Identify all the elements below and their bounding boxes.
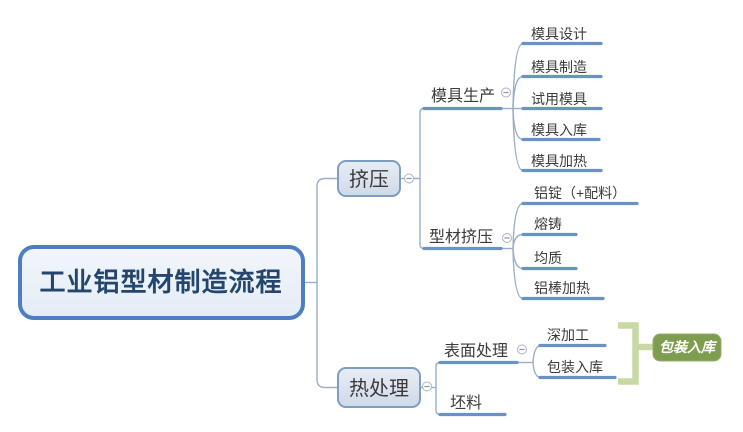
leaf-baozhuangruku[interactable]: 包装入库 xyxy=(547,359,603,375)
summary-topic[interactable]: 包装入库 xyxy=(652,333,722,362)
connector-root-trunk xyxy=(316,177,338,389)
leaf-label-mujusheji: 模具设计 xyxy=(531,26,587,42)
leaf-lvding[interactable]: 铝锭（+配料） xyxy=(534,185,626,201)
leaf-label-mujujiare: 模具加热 xyxy=(531,153,587,169)
connector-fan3-a xyxy=(532,344,542,363)
subtopic-xingcaijiya[interactable]: 型材挤压 xyxy=(429,228,493,246)
connector-fan2-b xyxy=(512,233,524,249)
root-box xyxy=(18,245,305,320)
connector-branch2-trunk xyxy=(435,361,441,416)
collapse-icon-biaomianchuli[interactable] xyxy=(517,344,527,355)
root-label: 工业铝型材制造流程 xyxy=(39,267,282,297)
branch-label-jiya: 挤压 xyxy=(349,168,389,191)
leaf-label-shiyongmuju: 试用模具 xyxy=(531,91,587,107)
leaf-label-baozhuangruku: 包装入库 xyxy=(547,359,603,375)
leaf-mujujiare[interactable]: 模具加热 xyxy=(531,153,587,169)
subtopic-label-peiliao: 坯料 xyxy=(450,394,482,412)
connector-fan2-c xyxy=(512,248,524,270)
subtopic-label-xingcaijiya: 型材挤压 xyxy=(429,228,493,246)
branch-topic-rechuli[interactable]: 热处理 xyxy=(337,367,421,408)
branch-label-rechuli: 热处理 xyxy=(349,377,409,400)
collapse-icon-rechuli[interactable] xyxy=(422,381,432,392)
leaf-mujuzhizao[interactable]: 模具制造 xyxy=(531,59,587,75)
collapse-icon-xingcaijiya[interactable] xyxy=(502,233,512,243)
leaf-label-mujuruku: 模具入库 xyxy=(531,122,587,138)
leaf-label-lvding: 铝锭（+配料） xyxy=(534,185,626,201)
connector-fan2-d xyxy=(512,248,524,300)
leaf-shenjiagong[interactable]: 深加工 xyxy=(547,327,589,343)
collapse-icon-jiya[interactable] xyxy=(404,173,414,184)
subtopic-label-biaomianchuli: 表面处理 xyxy=(444,342,508,360)
leaf-junzhi[interactable]: 均质 xyxy=(534,250,562,266)
leaf-shiyongmuju[interactable]: 试用模具 xyxy=(531,91,587,107)
topic-line-layer xyxy=(422,41,639,417)
branch-box-rechuli xyxy=(337,367,421,408)
subtopic-biaomianchuli[interactable]: 表面处理 xyxy=(444,342,508,360)
branch-box-jiya xyxy=(337,160,401,197)
collapse-icon-mujushengchan[interactable] xyxy=(501,87,511,98)
leaf-label-mujuzhizao: 模具制造 xyxy=(531,59,587,75)
connector-fan1-e xyxy=(512,108,524,172)
summary-box xyxy=(652,333,722,362)
leaf-label-shenjiagong: 深加工 xyxy=(547,327,589,343)
connector-fan3-b xyxy=(532,362,542,379)
leaf-rongzhu[interactable]: 熔铸 xyxy=(534,216,562,232)
summary-label: 包装入库 xyxy=(659,339,718,355)
root-topic[interactable]: 工业铝型材制造流程 xyxy=(18,245,305,320)
leaf-label-rongzhu: 熔铸 xyxy=(534,216,562,232)
summary-bracket xyxy=(618,322,653,385)
connector-branch1-trunk xyxy=(419,107,425,250)
leaf-label-lvbangjiare: 铝棒加热 xyxy=(534,280,590,296)
subtopic-peiliao[interactable]: 坯料 xyxy=(450,394,482,412)
leaf-mujuruku[interactable]: 模具入库 xyxy=(531,122,587,138)
leaf-label-junzhi: 均质 xyxy=(534,250,562,266)
subtopic-mujushengchan[interactable]: 模具生产 xyxy=(431,87,495,105)
leaf-lvbangjiare[interactable]: 铝棒加热 xyxy=(534,280,590,296)
subtopic-label-mujushengchan: 模具生产 xyxy=(431,87,495,105)
leaf-mujusheji[interactable]: 模具设计 xyxy=(531,26,587,42)
branch-topic-jiya[interactable]: 挤压 xyxy=(337,160,401,197)
